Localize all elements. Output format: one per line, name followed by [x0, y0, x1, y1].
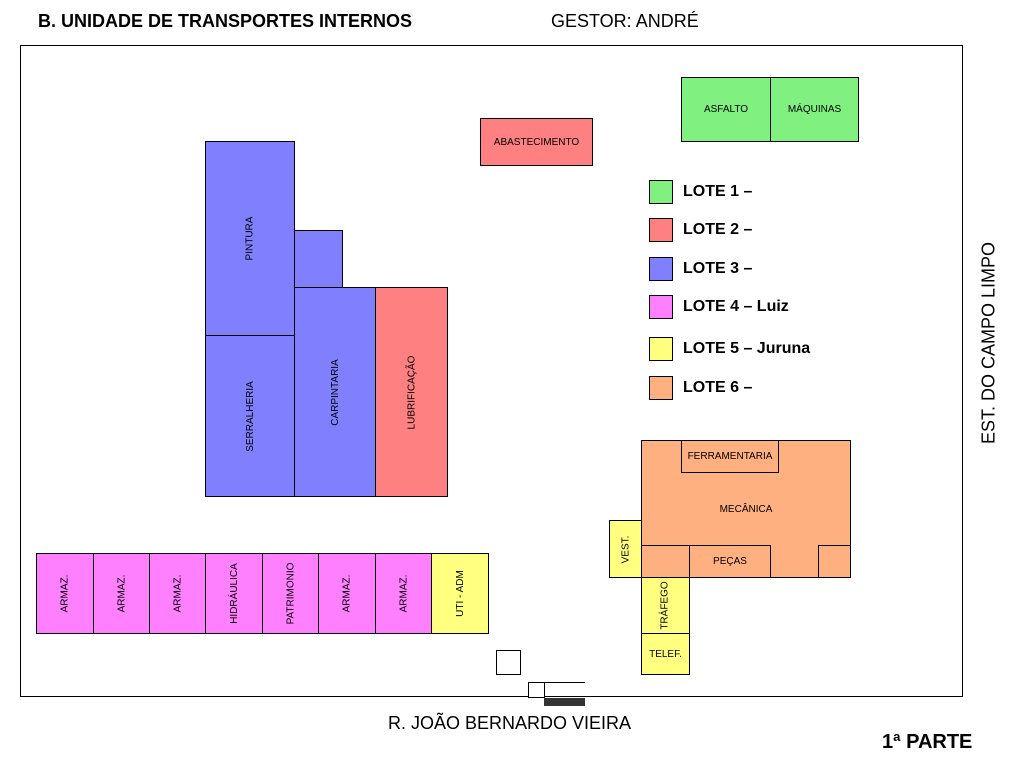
building-armaz-2-label: ARMAZ. — [116, 574, 127, 613]
side-road-label: EST. DO CAMPO LIMPO — [978, 241, 999, 445]
building-mecanica-label: MECÂNICA — [719, 503, 773, 515]
legend-label: LOTE 3 – — [683, 260, 753, 277]
legend-lote-1: LOTE 1 – — [649, 180, 752, 204]
legend-label: LOTE 4 – Luiz — [683, 298, 789, 315]
building-annex — [294, 230, 343, 288]
building-pintura: PINTURA — [205, 141, 295, 336]
building-ferramentaria-label: FERRAMENTARIA — [687, 451, 773, 462]
building-vest: VEST. — [609, 520, 642, 578]
page-title: B. UNIDADE DE TRANSPORTES INTERNOS — [38, 11, 413, 31]
building-uti-adm: UTI - ADM — [431, 553, 489, 634]
building-armaz-5: ARMAZ. — [375, 553, 432, 634]
building-telef: TELEF. — [641, 633, 690, 675]
building-abastecimento: ABASTECIMENTO — [480, 118, 593, 166]
building-armaz-2: ARMAZ. — [93, 553, 150, 634]
legend-swatch — [649, 257, 673, 281]
building-patrimonio: PATRIMONIO — [262, 553, 319, 634]
room-mecanica-right — [818, 545, 851, 578]
legend-lote-3: LOTE 3 – — [649, 257, 752, 281]
building-armaz-3: ARMAZ. — [149, 553, 206, 634]
legend-label: LOTE 5 – Juruna — [683, 340, 811, 357]
building-maquinas-label: MÁQUINAS — [787, 104, 842, 115]
part-label: 1ª PARTE — [882, 731, 973, 753]
legend-lote-5: LOTE 5 – Juruna — [649, 337, 810, 361]
legend-swatch — [649, 218, 673, 242]
gate-bar — [544, 698, 585, 706]
building-vest-label: VEST. — [619, 535, 631, 563]
building-armaz-4-label: ARMAZ. — [341, 574, 353, 613]
building-trafego: TRÁFEGO — [641, 577, 690, 634]
legend-lote-6: LOTE 6 – — [649, 376, 752, 400]
building-pecas-label: PEÇAS — [713, 556, 747, 567]
building-lubrificacao-label: LUBRIFICAÇÃO — [406, 355, 417, 429]
building-lubrificacao: LUBRIFICAÇÃO — [375, 287, 448, 497]
building-armaz-3-label: ARMAZ. — [172, 574, 183, 613]
gate-line — [544, 682, 585, 683]
building-maquinas: MÁQUINAS — [770, 77, 859, 142]
legend-swatch — [649, 180, 673, 204]
building-patrimonio-label: PATRIMONIO — [285, 562, 297, 625]
legend-swatch — [649, 376, 673, 400]
building-armaz-1-label: ARMAZ. — [59, 574, 71, 613]
legend-lote-4: LOTE 4 – Luiz — [649, 295, 789, 319]
building-armaz-5-label: ARMAZ. — [398, 574, 409, 613]
legend-lote-2: LOTE 2 – — [649, 218, 752, 242]
building-hidraulica-label: HIDRÁULICA — [228, 563, 240, 624]
building-hidraulica: HIDRÁULICA — [205, 553, 263, 634]
building-carpintaria-label: CARPINTARIA — [329, 358, 341, 426]
building-trafego-label: TRÁFEGO — [660, 581, 671, 630]
building-telef-label: TELEF. — [649, 648, 682, 660]
legend-label: LOTE 6 – — [683, 379, 753, 396]
building-carpintaria: CARPINTARIA — [294, 287, 376, 497]
building-asfalto: ASFALTO — [681, 77, 771, 142]
building-armaz-1: ARMAZ. — [36, 553, 94, 634]
building-serralheria-label: SERRALHERIA — [244, 380, 256, 452]
building-ferramentaria: FERRAMENTARIA — [681, 440, 779, 473]
legend-swatch — [649, 295, 673, 319]
building-asfalto-label: ASFALTO — [703, 104, 749, 115]
street-label: R. JOÃO BERNARDO VIEIRA — [388, 713, 632, 733]
building-uti-adm-label: UTI - ADM — [454, 570, 466, 617]
legend-label: LOTE 1 – — [683, 183, 753, 200]
building-pecas: PEÇAS — [689, 545, 771, 578]
building-abastecimento-label: ABASTECIMENTO — [493, 136, 580, 148]
building-armaz-4: ARMAZ. — [318, 553, 376, 634]
legend-label: LOTE 2 – — [683, 221, 753, 238]
room-mecanica-left — [641, 545, 690, 578]
manager-label: GESTOR: ANDRÉ — [551, 11, 699, 31]
site-boundary — [20, 45, 963, 697]
legend-swatch — [649, 337, 673, 361]
building-pintura-label: PINTURA — [244, 216, 256, 261]
guard-booth — [496, 650, 521, 675]
gate-post — [528, 682, 545, 698]
building-serralheria: SERRALHERIA — [205, 335, 295, 497]
